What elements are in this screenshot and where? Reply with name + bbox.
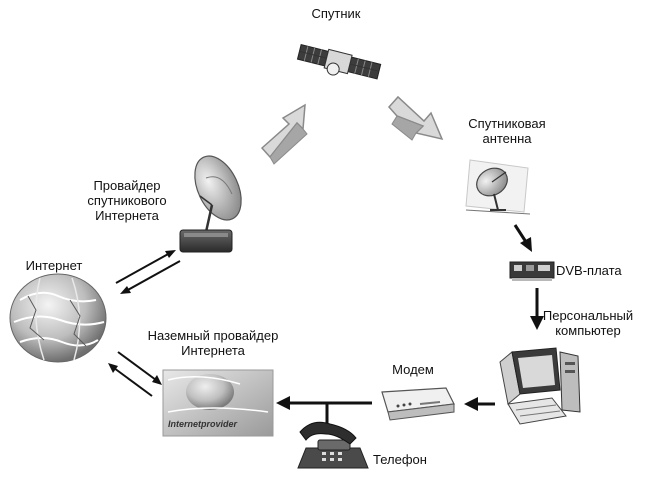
satellite-provider-label-line2: спутникового xyxy=(87,193,167,208)
satellite-provider-label-line1: Провайдер xyxy=(93,178,161,193)
satellite-antenna-label: Спутниковая антенна xyxy=(452,116,562,146)
internetprovider-logo-text-inner: Internetprovider xyxy=(168,419,238,429)
modem-label-text: Модем xyxy=(392,362,434,377)
modem-icon xyxy=(381,387,455,421)
uplink-arrow xyxy=(260,103,308,165)
satellite-label: Спутник xyxy=(296,6,376,21)
satellite-icon xyxy=(296,43,382,80)
personal-computer-label: Персональный компьютер xyxy=(528,308,648,338)
satellite-antenna-label-line2: антенна xyxy=(482,131,532,146)
computer-modem-line xyxy=(464,397,495,411)
telephone-icon xyxy=(297,421,369,469)
satellite-provider-label-line3: Интернета xyxy=(95,208,159,223)
antenna-dvb-arrow xyxy=(513,224,532,252)
globe-icon xyxy=(9,273,107,363)
personal-computer-label-line2: компьютер xyxy=(555,323,621,338)
satellite-dish-icon xyxy=(465,159,531,215)
internet-label-text: Интернет xyxy=(25,258,83,273)
dvb-card-label: DVB-плата xyxy=(556,263,636,278)
ground-provider-label-line2: Интернета xyxy=(181,343,245,358)
satellite-provider-label: Провайдер спутникового Интернета xyxy=(72,178,182,223)
telephone-label-text: Телефон xyxy=(373,452,427,467)
modem-provider-line xyxy=(276,396,372,424)
dvb-card-label-text: DVB-плата xyxy=(556,263,622,278)
expansion-card-icon xyxy=(509,261,555,281)
modem-label: Модем xyxy=(378,362,448,377)
personal-computer-label-line1: Персональный xyxy=(542,308,634,323)
satellite-label-text: Спутник xyxy=(311,6,361,21)
telephone-label: Телефон xyxy=(360,452,440,467)
downlink-arrow xyxy=(387,95,444,141)
internetprovider-logo-text: Internetprovider xyxy=(168,419,268,429)
satellite-antenna-label-line1: Спутниковая xyxy=(468,116,546,131)
ground-provider-label-line1: Наземный провайдер xyxy=(147,328,279,343)
ground-provider-label: Наземный провайдер Интернета xyxy=(138,328,288,358)
dvb-computer-arrow xyxy=(530,288,544,330)
uplink-dish-icon xyxy=(179,155,242,253)
internet-groundprovider-arrows xyxy=(108,351,162,397)
desktop-computer-icon xyxy=(499,347,581,425)
internet-label: Интернет xyxy=(14,258,94,273)
provider-card-icon xyxy=(162,369,274,437)
internet-satprovider-arrows xyxy=(115,250,181,294)
